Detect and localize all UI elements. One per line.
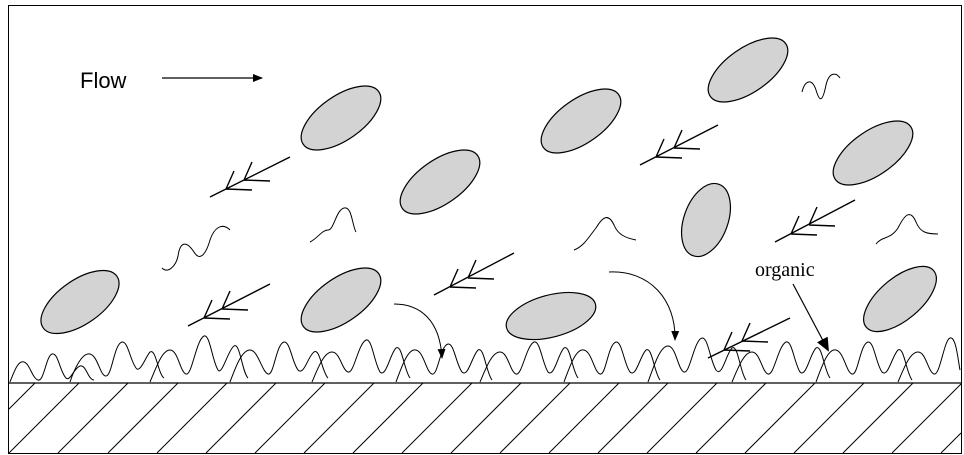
substrate-hatching [9,383,961,453]
particle [853,255,947,344]
flow-label: Flow [80,68,127,93]
particle [672,177,739,263]
particle [501,284,601,348]
feather-particle [188,284,270,326]
particle [291,74,392,163]
organic-squiggle [802,74,840,99]
particle [698,26,799,115]
organic-pointer-arrow [793,284,828,350]
deposition-arrow [394,304,442,358]
suspended-particles [31,26,948,349]
feather-particle [210,157,290,197]
feather-particle [775,200,855,242]
particle [390,138,491,227]
organic-bed-layer [10,336,960,382]
diagram-frame [9,6,962,454]
feather-particle [708,318,790,358]
feather-particle [434,253,514,295]
particle [531,77,632,166]
particle [31,258,130,346]
particle [291,256,392,345]
deposition-arrow [609,272,675,340]
organic-squiggle [310,208,356,242]
organic-squiggle [574,218,636,250]
organic-label: organic [755,259,815,281]
organic-squiggle [876,215,938,244]
suspended-organic-squiggles [162,74,938,270]
organic-squiggle [162,226,230,270]
particle [823,109,924,198]
feather-particle [640,125,718,165]
